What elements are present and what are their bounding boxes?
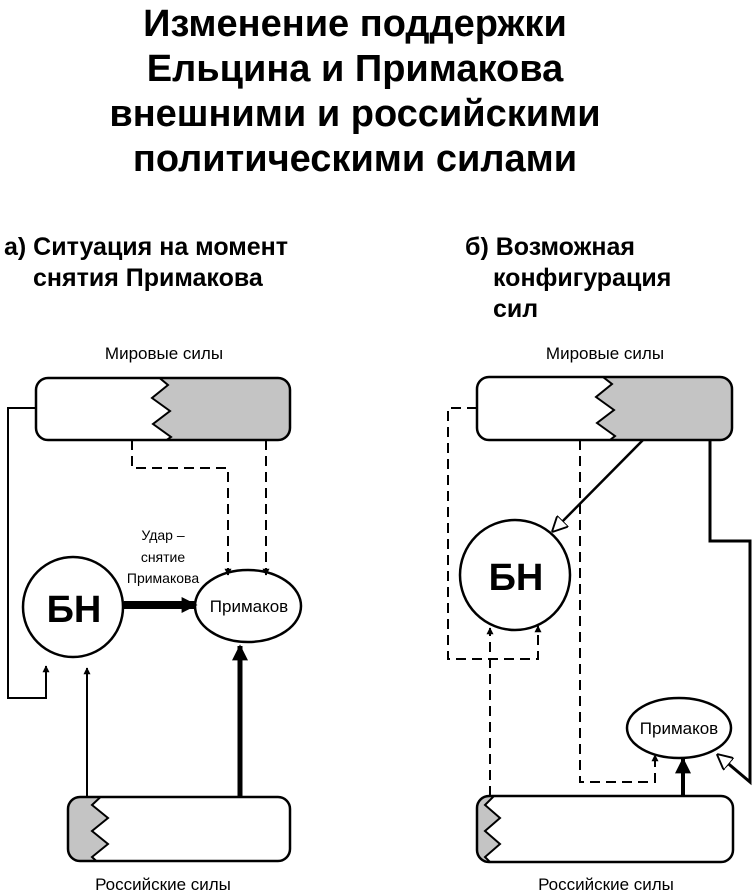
panel-a-russian-label: Российские силы	[95, 875, 231, 892]
panel-a-russian-box	[66, 795, 292, 863]
panel-b-world-box	[475, 375, 734, 442]
panel-a-strike-label: Примакова	[127, 570, 199, 586]
panel-a-bn-node: БН	[21, 555, 125, 659]
title-line: политическими силами	[132, 138, 578, 180]
panel-b-primakov-label: Примаков	[640, 719, 718, 738]
panel-a-title: а) Ситуация на момент снятия Примакова	[4, 232, 288, 294]
panel-b-bn-label: БН	[489, 557, 544, 599]
panel-a-world-bn-arrow	[7, 407, 50, 699]
title-line: Ельцина и Примакова	[146, 48, 564, 90]
panel-a-strike-label: Удар –	[141, 527, 184, 543]
panel-a-strike-label: снятие	[141, 549, 186, 565]
panel-a-title-line: снятия Примакова	[33, 264, 263, 292]
panel-b-title: б) Возможная конфигурация сил	[465, 232, 671, 325]
panel-b-world-bn-arrow	[553, 439, 644, 531]
page-title: Изменение поддержки Ельцина и Примакова …	[0, 2, 710, 182]
panel-b-title-line: б) Возможная	[465, 233, 635, 261]
panel-b-russian-label: Российские силы	[538, 875, 674, 892]
panel-b-world-label: Мировые силы	[546, 344, 664, 363]
panel-b-world-primakov-arrow	[708, 440, 752, 786]
panel-b-world-bn-dashed-arrow	[447, 407, 542, 660]
panel-a-primakov-label: Примаков	[210, 597, 288, 616]
panel-b-title-line: конфигурация	[493, 264, 672, 292]
panel-a-world-label: Мировые силы	[105, 344, 223, 363]
panel-a-world-box	[34, 376, 292, 442]
panel-b-bn-node: БН	[458, 518, 572, 632]
panel-b-primakov-node: Примаков	[625, 696, 733, 760]
title-line: внешними и российскими	[109, 93, 601, 135]
panel-a-title-line: а) Ситуация на момент	[4, 233, 289, 261]
panel-a-primakov-node: Примаков	[193, 568, 303, 644]
panel-a-bn-label: БН	[47, 589, 102, 631]
panel-b-russian-box	[475, 794, 735, 864]
panel-a-world-support-dashed-arrow	[131, 440, 232, 576]
panel-b-title-line: сил	[493, 295, 539, 323]
title-line: Изменение поддержки	[143, 3, 567, 45]
